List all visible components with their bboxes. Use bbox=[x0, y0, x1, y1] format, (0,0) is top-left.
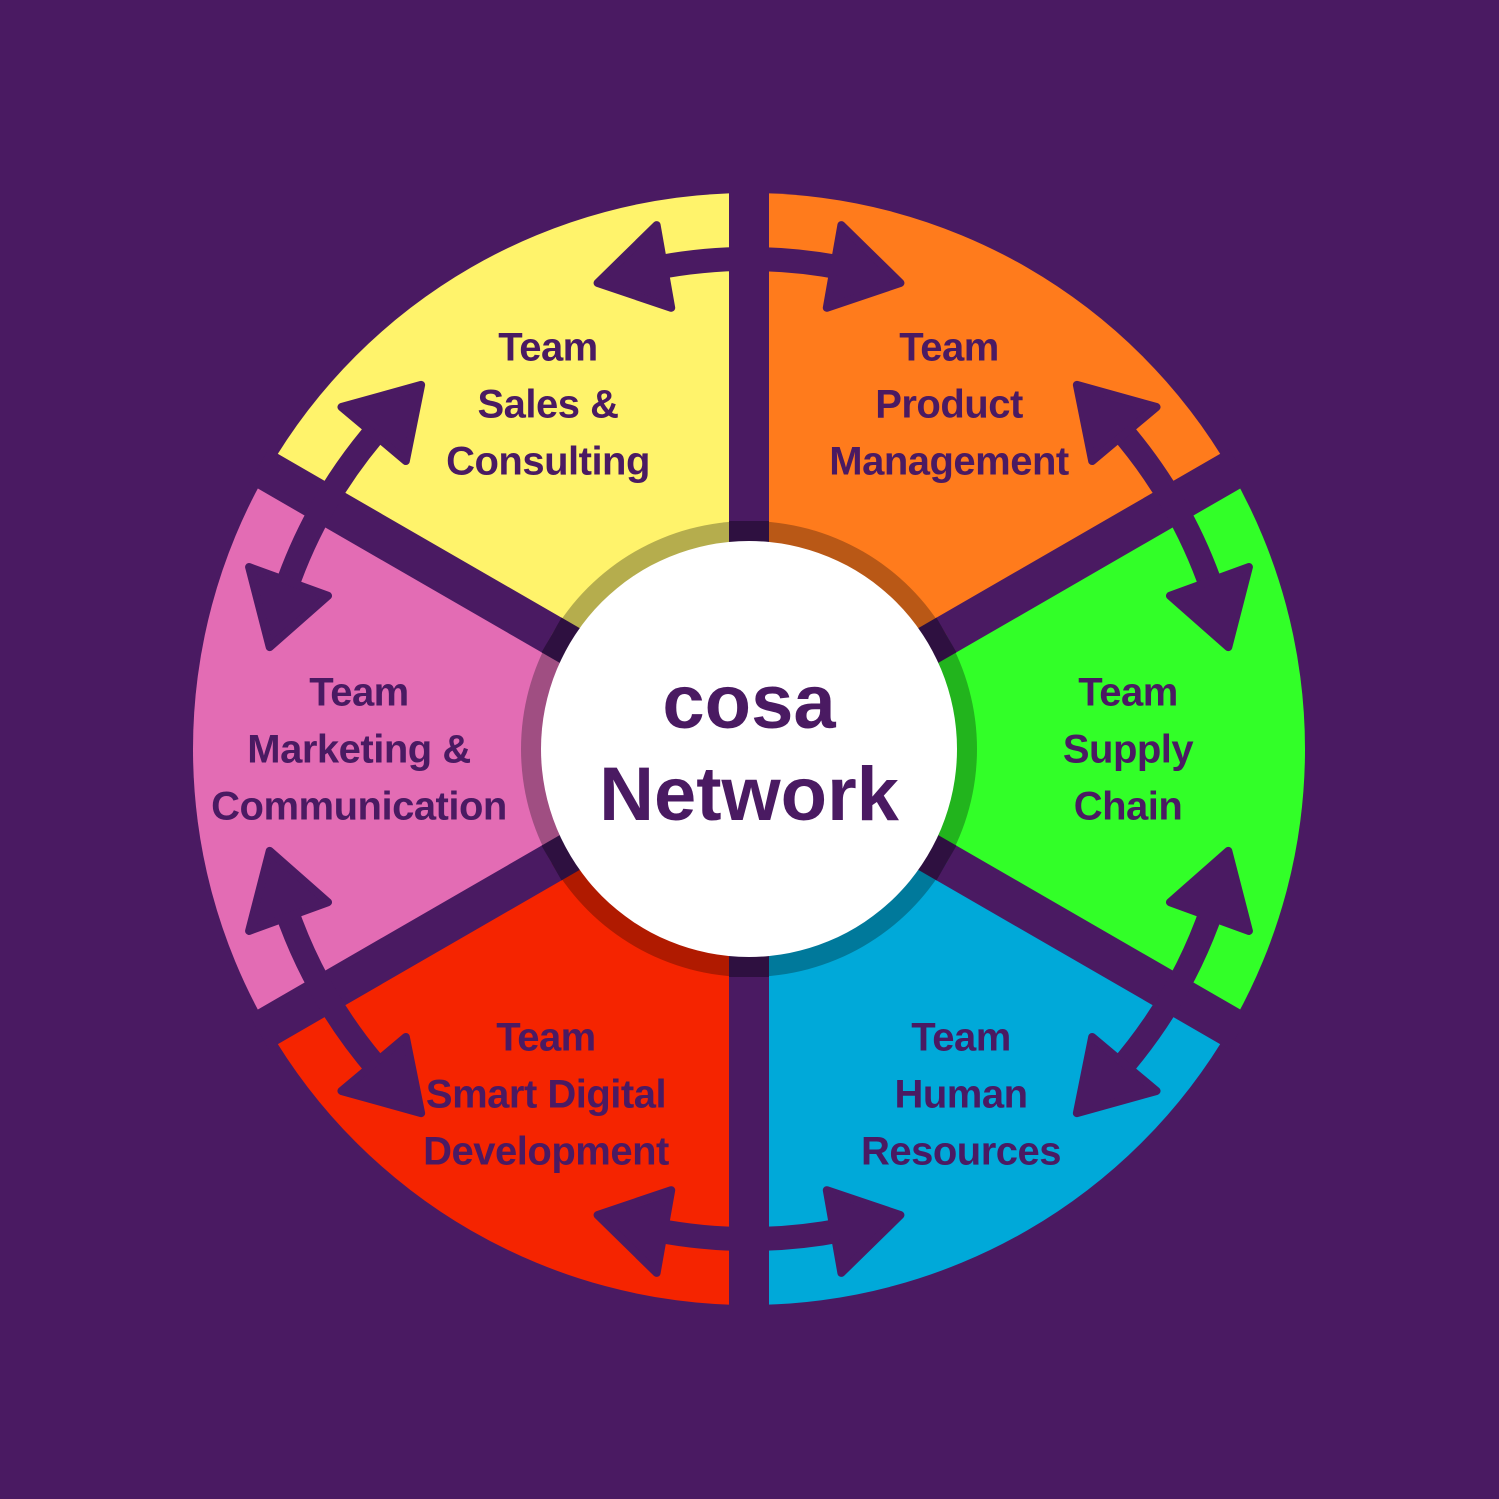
connection-arrow-shaft bbox=[653, 1218, 845, 1251]
connection-arrow-shaft bbox=[653, 247, 845, 280]
segment-label-supply-chain: Team Supply Chain bbox=[1062, 670, 1194, 829]
arrow-head-icon bbox=[822, 221, 905, 312]
segment-label-marketing-communication: Team Marketing & Communication bbox=[211, 670, 507, 829]
arrow-head-icon bbox=[1072, 1032, 1161, 1118]
connection-arrow-shaft bbox=[274, 419, 389, 594]
arrow-head-icon bbox=[593, 1186, 676, 1277]
arrow-head-icon bbox=[337, 1032, 426, 1118]
segment-label-sales: Team Sales & Consulting bbox=[446, 325, 650, 484]
arrow-head-icon bbox=[1165, 563, 1253, 652]
arrow-head-icon bbox=[593, 221, 676, 312]
connection-arrow-shaft bbox=[274, 904, 389, 1079]
arrow-head-icon bbox=[822, 1186, 905, 1277]
connection-arrow-shaft bbox=[1109, 419, 1224, 594]
arrow-head-icon bbox=[245, 563, 333, 652]
arrow-head-icon bbox=[1072, 380, 1161, 466]
segment-label-smart-digital-development: Team Smart Digital Development bbox=[423, 1015, 669, 1174]
segment-marketing bbox=[193, 471, 749, 1027]
segment-label-human-resources: Team Human Resources bbox=[860, 1015, 1062, 1174]
segment-label-product-management: Team Product Management bbox=[829, 325, 1069, 484]
arrow-head-icon bbox=[245, 846, 333, 935]
center-circle bbox=[541, 541, 957, 957]
center-title: cosa Network bbox=[599, 660, 899, 837]
arrow-head-icon bbox=[1165, 846, 1253, 935]
connection-arrow-shaft bbox=[1109, 904, 1224, 1079]
arrow-head-icon bbox=[337, 380, 426, 466]
segment-supply bbox=[749, 471, 1305, 1027]
